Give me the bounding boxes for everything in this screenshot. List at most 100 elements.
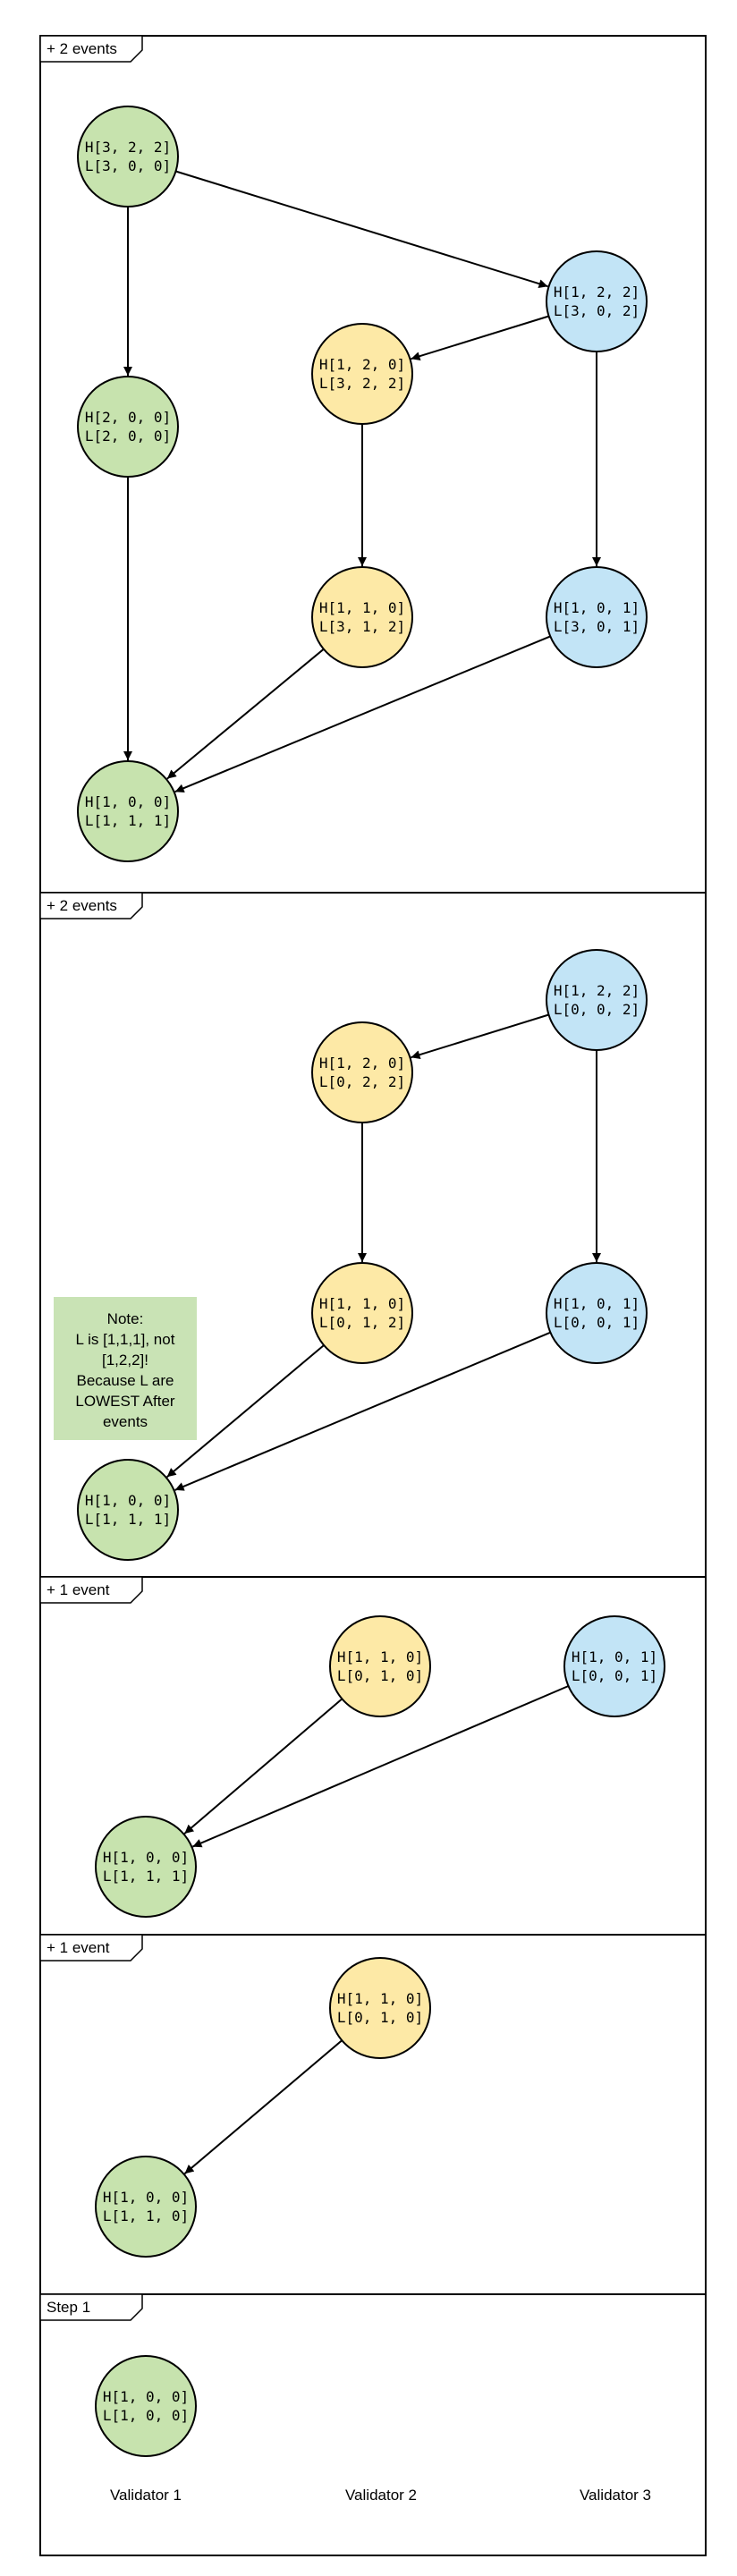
event-node-h-label: H[1, 0, 0] <box>103 2388 189 2405</box>
section-tab: + 2 events <box>39 35 143 63</box>
event-node-circle <box>77 1459 179 1561</box>
event-node-circle <box>311 566 413 668</box>
event-node: H[2, 0, 0]L[2, 0, 0] <box>77 376 179 478</box>
event-node-circle <box>546 1262 648 1364</box>
event-node-h-label: H[1, 1, 0] <box>319 1295 405 1312</box>
event-node: H[1, 1, 0] L[3, 1, 2] <box>311 566 413 668</box>
note-line: Because L are <box>77 1372 174 1389</box>
event-node-h-label: H[1, 2, 2] <box>554 982 640 999</box>
event-node-circle <box>546 566 648 668</box>
event-node: H[1, 2, 2]L[3, 0, 2] <box>546 250 648 352</box>
event-node: H[1, 2, 0]L[0, 2, 2] <box>311 1021 413 1123</box>
event-node-l-label: L[3, 1, 2] <box>319 618 405 635</box>
event-node-circle <box>546 949 648 1051</box>
note-line: L is [1,1,1], not <box>76 1331 175 1348</box>
event-node: H[1, 1, 0] L[0, 1, 2] <box>311 1262 413 1364</box>
event-node-l-label: L[2, 0, 0] <box>85 428 171 445</box>
event-node-circle <box>311 1021 413 1123</box>
event-node-l-label: L[0, 1, 0] <box>337 2009 423 2026</box>
event-node-h-label: H[1, 2, 0] <box>319 1055 405 1072</box>
edge-arrow <box>411 1013 549 1060</box>
section-tab-label: + 2 events <box>47 40 117 57</box>
event-node-circle <box>77 760 179 862</box>
event-node-l-label: L[0, 0, 2] <box>554 1001 640 1018</box>
event-node-l-label: L[3, 2, 2] <box>319 375 405 392</box>
event-node-circle <box>77 106 179 208</box>
validator-label: Validator 3 <box>580 2487 651 2504</box>
edge-arrow <box>166 1344 325 1479</box>
event-node-l-label: L[1, 0, 0] <box>103 2407 189 2424</box>
event-node: H[1, 0, 0] L[1, 1, 1] <box>77 760 179 862</box>
note-line: Note: <box>107 1310 144 1327</box>
section-tab: Step 1 <box>39 2293 143 2321</box>
event-node-circle <box>95 2355 197 2457</box>
validator-label: Validator 1 <box>110 2487 182 2504</box>
event-node-circle <box>311 1262 413 1364</box>
edge-arrow <box>183 2039 343 2174</box>
note: Note: L is [1,1,1], not [1,2,2]! Because… <box>54 1297 197 1440</box>
edge-arrow <box>175 170 548 289</box>
section-tab-label: + 2 events <box>47 897 117 914</box>
event-node: H[1, 1, 0] L[0, 1, 0] <box>329 1957 431 2059</box>
event-node: H[1, 1, 0] L[0, 1, 0] <box>329 1615 431 1717</box>
event-node-l-label: L[1, 1, 1] <box>85 1511 171 1528</box>
edges-layer <box>123 170 601 2174</box>
event-node: H[3, 2, 2]L[3, 0, 0] <box>77 106 179 208</box>
note-line: [1,2,2]! <box>102 1352 148 1368</box>
event-node: H[1, 0, 0] L[1, 0, 0] <box>95 2355 197 2457</box>
event-node: H[1, 0, 1] L[0, 0, 1] <box>546 1262 648 1364</box>
event-node-h-label: H[1, 2, 2] <box>554 284 640 301</box>
section-tab: + 2 events <box>39 892 143 919</box>
event-node-l-label: L[0, 2, 2] <box>319 1073 405 1090</box>
section-tab: + 1 event <box>39 1934 143 1962</box>
event-node-l-label: L[0, 1, 2] <box>319 1314 405 1331</box>
event-node-l-label: L[1, 1, 1] <box>103 1868 189 1885</box>
event-node-h-label: H[1, 1, 0] <box>319 599 405 616</box>
event-node-l-label: L[3, 0, 0] <box>85 157 171 174</box>
note-line: events <box>103 1413 148 1430</box>
event-node: H[1, 2, 0] L[3, 2, 2] <box>311 323 413 425</box>
event-node: H[1, 2, 2] L[0, 0, 2] <box>546 949 648 1051</box>
event-node-l-label: L[1, 1, 1] <box>85 812 171 829</box>
event-node: H[1, 0, 1]L[3, 0, 1] <box>546 566 648 668</box>
event-node-circle <box>311 323 413 425</box>
edge-arrow <box>174 1331 551 1491</box>
edge-arrow <box>192 1685 569 1848</box>
event-node-circle <box>95 1816 197 1918</box>
event-node-circle <box>563 1615 665 1717</box>
event-node-h-label: H[3, 2, 2] <box>85 139 171 156</box>
event-node-h-label: H[1, 1, 0] <box>337 1990 423 2007</box>
event-node-h-label: H[1, 0, 0] <box>85 1492 171 1509</box>
section-tab-label: + 1 event <box>47 1939 110 1956</box>
event-node-l-label: L[3, 0, 2] <box>554 302 640 319</box>
event-node-circle <box>329 1615 431 1717</box>
diagram-frame <box>39 35 707 2556</box>
section-tab: + 1 event <box>39 1576 143 1604</box>
event-node-circle <box>77 376 179 478</box>
note-line: LOWEST After <box>75 1393 175 1410</box>
event-node-l-label: L[0, 0, 1] <box>554 1314 640 1331</box>
event-node-h-label: H[1, 2, 0] <box>319 356 405 373</box>
edge-arrow <box>166 648 325 780</box>
event-node-circle <box>95 2156 197 2258</box>
event-node-l-label: L[0, 0, 1] <box>572 1667 657 1684</box>
event-node-h-label: H[1, 0, 1] <box>572 1648 657 1665</box>
edge-arrow <box>183 1698 343 1835</box>
event-node-l-label: L[0, 1, 0] <box>337 1667 423 1684</box>
event-node-h-label: H[1, 0, 0] <box>85 793 171 810</box>
section-tab-label: + 1 event <box>47 1581 110 1598</box>
event-node-h-label: H[1, 0, 1] <box>554 1295 640 1312</box>
event-node-h-label: H[1, 0, 0] <box>103 2189 189 2206</box>
event-node-h-label: H[1, 1, 0] <box>337 1648 423 1665</box>
event-node: H[1, 0, 0]L[1, 1, 1] <box>95 1816 197 1918</box>
event-node: H[1, 0, 0] L[1, 1, 1] <box>77 1459 179 1561</box>
section-tab-label: Step 1 <box>47 2299 90 2316</box>
edge-arrow <box>411 315 549 361</box>
event-node-l-label: L[1, 1, 0] <box>103 2207 189 2224</box>
event-node-circle <box>329 1957 431 2059</box>
validator-label: Validator 2 <box>345 2487 417 2504</box>
event-node: H[1, 0, 0]L[1, 1, 0] <box>95 2156 197 2258</box>
event-node-l-label: L[3, 0, 1] <box>554 618 640 635</box>
event-node-circle <box>546 250 648 352</box>
